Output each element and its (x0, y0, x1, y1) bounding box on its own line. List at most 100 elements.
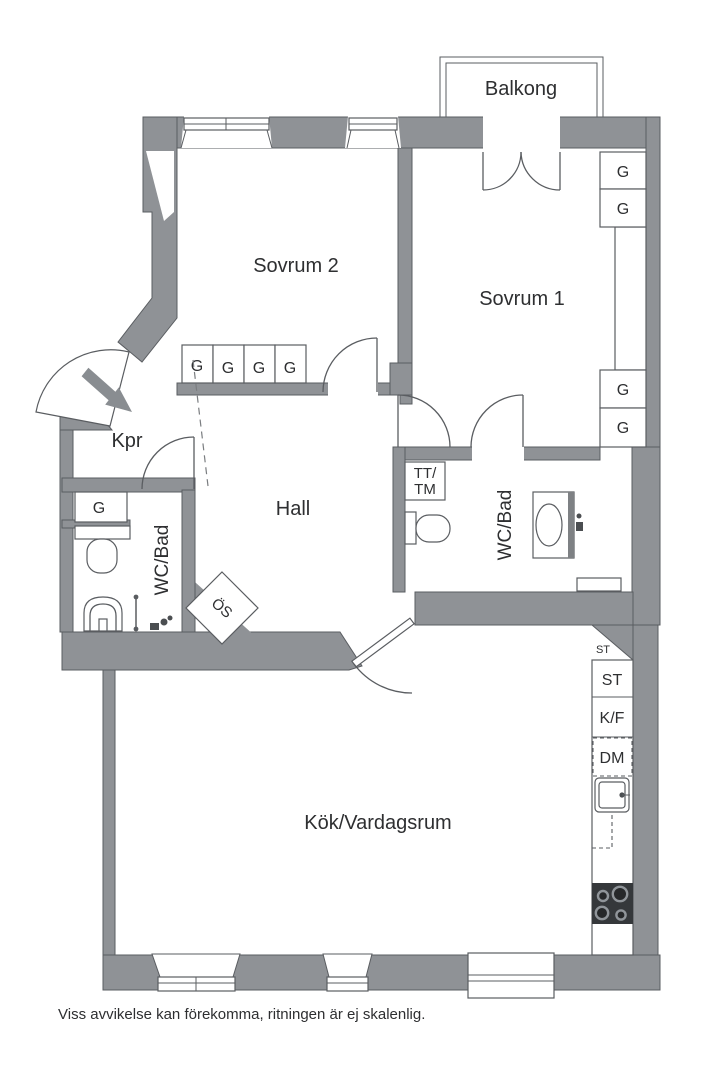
room-labels: Sovrum 2 Sovrum 1 Hall Kpr Kök/Vardagsru… (111, 255, 564, 834)
wardrobe-label: G (284, 360, 296, 377)
wardrobe-box (599, 369, 647, 409)
sovrum1-door-arc (397, 394, 451, 448)
sink (83, 596, 123, 632)
kitchen-door-arc (353, 663, 413, 694)
wall-right-mid (631, 446, 661, 626)
entry-arrow-icon (81, 367, 132, 412)
opening-wc2-door (472, 445, 524, 462)
appliance-label-st-small: ST (596, 644, 610, 656)
balcony-door-arc (520, 151, 561, 191)
wall-divider-foot (389, 362, 413, 396)
balcony-door-arc (482, 151, 522, 191)
balcony-label: Balkong (485, 78, 557, 100)
entry-dashed-boundary (192, 359, 209, 487)
kpr-door-arc (141, 436, 195, 490)
room-label-sovrum2: Sovrum 2 (253, 255, 339, 277)
opening-sovrum2-door (328, 381, 378, 397)
kitchen-door-leaf (351, 617, 415, 668)
sink-tap (98, 618, 108, 632)
washer-dryer-label-line2: TM (414, 481, 436, 498)
washer-dryer-label-line1: TT/ (414, 465, 437, 482)
window-bottom-2 (322, 953, 373, 992)
wall-hall-bottom (61, 631, 363, 671)
basin (535, 503, 563, 547)
sovrum2-door-arc (322, 337, 378, 393)
toilet-bowl (86, 538, 118, 574)
stove-burner (596, 889, 610, 903)
wardrobe-label: G (617, 201, 629, 218)
wall-right-upper (645, 116, 661, 448)
stove-burner (611, 885, 629, 903)
bathroom-left: WC/Bad (74, 525, 173, 632)
wardrobe-label: G (617, 420, 629, 437)
vanity-edge (568, 492, 574, 558)
shower-rail-end (133, 626, 139, 632)
footer-disclaimer: Viss avvikelse kan förekomma, ritningen … (58, 1006, 425, 1023)
wardrobe-box (599, 188, 647, 228)
wardrobe-label: G (222, 360, 234, 377)
toilet-bowl (415, 514, 451, 543)
wardrobe-label: G (617, 382, 629, 399)
room-label-wc-right: WC/Bad (495, 490, 516, 561)
wardrobe-label: G (191, 358, 203, 375)
appliance-label-kf: K/F (600, 710, 625, 727)
wardrobe-box (599, 151, 647, 190)
wall-left-lower (59, 429, 74, 633)
fireplace-diamond (185, 571, 259, 645)
faucet-icon (160, 618, 168, 626)
wardrobe-box (181, 344, 214, 384)
entry-door-fan (35, 349, 130, 427)
wall-kpr-bottom (61, 477, 196, 493)
kitchen-run: ST ST K/F DM (591, 644, 634, 956)
niche-left-wall (146, 151, 174, 221)
faucet-icon (576, 513, 582, 519)
windows (151, 116, 555, 999)
window-bottom-3 (467, 952, 555, 999)
toilet-tank (404, 511, 417, 545)
washer-dryer-box (404, 461, 446, 501)
wardrobe-box (599, 407, 647, 448)
stove-burner (615, 909, 627, 921)
wall-wc1-right (181, 489, 196, 633)
wc-right-door-arc (470, 394, 524, 448)
wall-openings (146, 115, 560, 462)
wardrobe-label: G (253, 360, 265, 377)
room-label-sovrum1: Sovrum 1 (479, 288, 565, 310)
stove-burner (594, 905, 610, 921)
window-bottom-1 (151, 953, 241, 992)
wardrobe-box (74, 491, 128, 523)
room-label-kok: Kök/Vardagsrum (304, 812, 451, 834)
room-label-hall: Hall (276, 498, 310, 520)
dishwasher-box (592, 737, 633, 777)
shower-rail-end (133, 594, 139, 600)
bath-mat (576, 577, 622, 592)
wall-wc2-left (392, 446, 406, 593)
opening-balcony-door (483, 115, 560, 150)
doors (35, 151, 561, 694)
wardrobe-label: G (93, 500, 105, 517)
window-top-1 (180, 116, 273, 149)
wall-wc2-bottom (414, 591, 634, 626)
room-label-kpr: Kpr (111, 430, 142, 452)
wardrobe-box (212, 344, 245, 384)
wardrobe-box (274, 344, 307, 384)
closet-column (614, 226, 647, 371)
window-top-2 (345, 116, 401, 149)
closets: G G G G G G G G G (74, 151, 647, 523)
balcony: Balkong (439, 56, 604, 117)
balcony-outer-rail (439, 56, 604, 117)
sink-inner (89, 603, 117, 631)
appliance-label-st: ST (602, 672, 623, 689)
faucet-icon (150, 623, 159, 630)
wall-right-lower (632, 624, 659, 956)
room-label-wc-left: WC/Bad (152, 525, 173, 596)
wall-divider (397, 147, 413, 364)
wardrobe-label: G (617, 164, 629, 181)
faucet-icon (576, 522, 583, 531)
toilet-tank (74, 525, 131, 540)
balcony-inner-rail (445, 62, 598, 117)
wall-kitchen-left (102, 669, 116, 956)
appliance-label-dm: DM (600, 750, 625, 767)
faucet-icon (167, 615, 173, 621)
